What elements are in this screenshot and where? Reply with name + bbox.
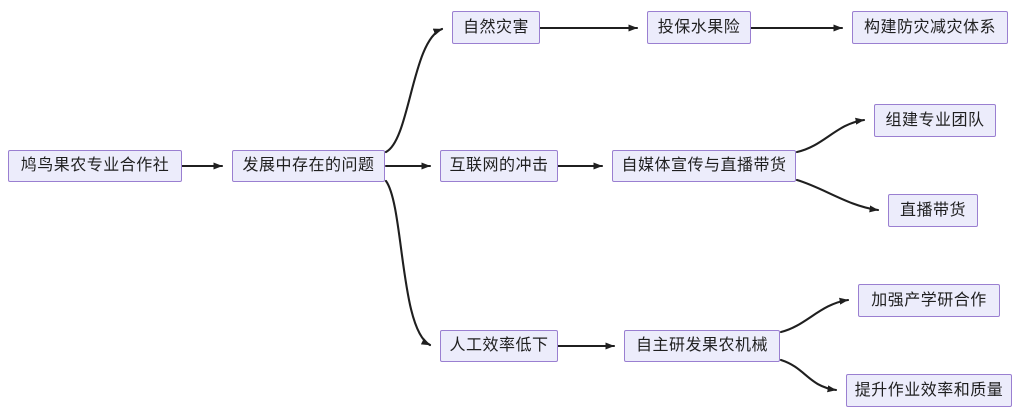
node-efficiency[interactable]: 提升作业效率和质量 xyxy=(846,374,1012,407)
edge-media-to-team xyxy=(795,117,866,154)
node-internet[interactable]: 互联网的冲击 xyxy=(440,150,558,182)
node-label-problems: 发展中存在的问题 xyxy=(242,157,375,174)
node-label-coop: 加强产学研合作 xyxy=(871,291,987,309)
node-label-efficiency: 提升作业效率和质量 xyxy=(854,381,1004,399)
node-label-internet: 互联网的冲击 xyxy=(449,157,549,174)
edge-problems-to-labor xyxy=(384,179,432,347)
node-problems[interactable]: 发展中存在的问题 xyxy=(232,150,385,182)
node-label-livestream: 直播带货 xyxy=(899,201,966,219)
edge-machinery-to-efficiency xyxy=(779,358,838,393)
node-root[interactable]: 鸠鸟果农专业合作社 xyxy=(8,150,182,182)
node-label-insurance: 投保水果险 xyxy=(657,18,741,36)
node-labor[interactable]: 人工效率低下 xyxy=(440,330,558,362)
node-insurance[interactable]: 投保水果险 xyxy=(647,11,751,44)
edge-media-to-livestream xyxy=(795,178,880,213)
edge-machinery-to-coop xyxy=(779,297,850,334)
node-label-prevention: 构建防灾减灾体系 xyxy=(863,18,996,36)
node-label-root: 鸠鸟果农专业合作社 xyxy=(20,157,170,174)
node-label-machinery: 自主研发果农机械 xyxy=(635,337,768,354)
node-machinery[interactable]: 自主研发果农机械 xyxy=(624,330,780,362)
node-label-team: 组建专业团队 xyxy=(885,111,985,129)
node-media[interactable]: 自媒体宣传与直播带货 xyxy=(612,150,796,182)
node-livestream[interactable]: 直播带货 xyxy=(888,194,978,227)
edge-problems-to-disaster xyxy=(384,27,444,154)
node-prevention[interactable]: 构建防灾减灾体系 xyxy=(852,11,1008,44)
edges-group xyxy=(180,24,880,393)
node-coop[interactable]: 加强产学研合作 xyxy=(858,284,1000,317)
node-team[interactable]: 组建专业团队 xyxy=(874,104,996,137)
node-label-labor: 人工效率低下 xyxy=(449,337,549,354)
node-disaster[interactable]: 自然灾害 xyxy=(452,11,540,44)
node-label-media: 自媒体宣传与直播带货 xyxy=(621,157,787,174)
node-label-disaster: 自然灾害 xyxy=(462,18,529,36)
